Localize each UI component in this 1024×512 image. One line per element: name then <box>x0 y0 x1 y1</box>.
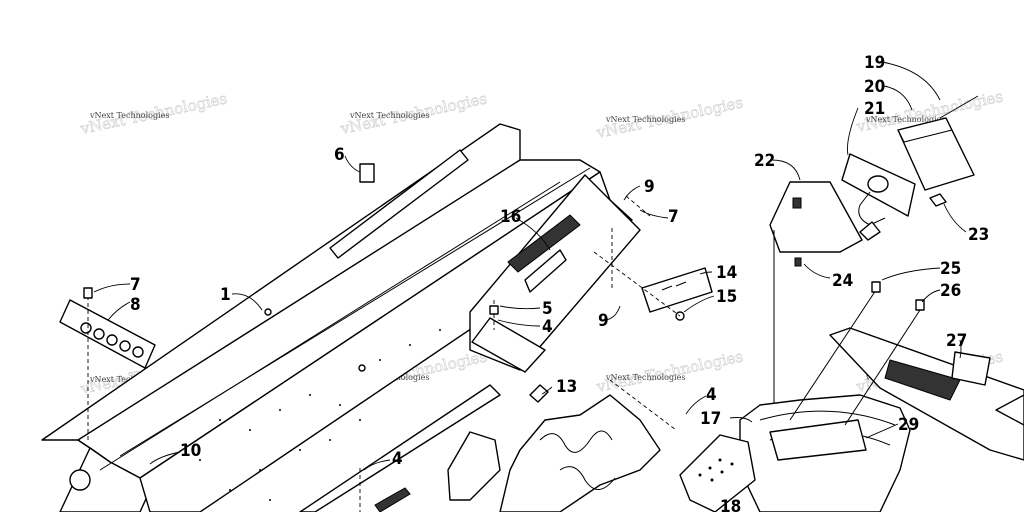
callout-label: 6 <box>334 145 345 165</box>
callout-label: 1 <box>220 285 231 305</box>
callout-label: 4 <box>542 317 553 337</box>
callout-label: 19 <box>864 53 885 73</box>
svg-text:vNext Technologies: vNext Technologies <box>89 111 169 120</box>
callout-label: 10 <box>180 441 201 461</box>
callout-label: 9 <box>644 177 655 197</box>
svg-text:vNext Technologies: vNext Technologies <box>605 373 685 382</box>
callout-label: 21 <box>864 99 885 119</box>
lower-panel-part <box>299 384 501 512</box>
taillight-assembly <box>769 95 979 480</box>
callout-label: 24 <box>832 271 853 291</box>
bumper-part <box>679 281 1024 512</box>
snowflap-part <box>499 394 661 512</box>
callout-label: 29 <box>898 415 919 435</box>
callout-label: 27 <box>946 331 967 351</box>
rear-panel-part <box>469 174 641 371</box>
callout-label: 4 <box>392 449 403 469</box>
callout-label: 26 <box>940 281 961 301</box>
callout-label: 7 <box>130 275 141 295</box>
callout-label: 8 <box>130 295 141 315</box>
callout-label: 9 <box>598 311 609 331</box>
callout-label: 13 <box>556 377 577 397</box>
callout-label: 15 <box>716 287 737 307</box>
watermark: vNext Technologies vNext Technologies <box>78 89 229 138</box>
callout-label: 14 <box>716 263 737 283</box>
callout-label: 18 <box>720 497 741 512</box>
callout-label: 7 <box>668 207 679 227</box>
callout-label: 16 <box>500 207 521 227</box>
callout-label: 17 <box>700 409 721 429</box>
license-plate-part <box>593 251 713 321</box>
svg-text:vNext Technologies: vNext Technologies <box>594 347 744 396</box>
callout-label: 5 <box>542 299 553 319</box>
tunnel-part <box>41 123 633 512</box>
svg-text:vNext Technologies: vNext Technologies <box>865 115 945 124</box>
callout-label: 4 <box>706 385 717 405</box>
callout-label: 20 <box>864 77 885 97</box>
watermark: vNext Technologies vNext Technologies <box>338 89 489 138</box>
decal-part <box>359 163 375 183</box>
leader-lines <box>93 61 967 471</box>
watermark: vNext Technologies vNext Technologies <box>594 347 745 396</box>
callout-label: 22 <box>754 151 775 171</box>
bracket-part <box>471 300 549 403</box>
svg-text:vNext Technologies: vNext Technologies <box>605 115 685 124</box>
flap-part <box>59 287 156 440</box>
callout-label: 25 <box>940 259 961 279</box>
callout-label: 23 <box>968 225 989 245</box>
callout-labels: 1 4 4 4 5 6 7 7 8 9 9 10 13 14 15 16 17 … <box>130 53 989 512</box>
svg-text:vNext Technologies: vNext Technologies <box>349 111 429 120</box>
watermark: vNext Technologies vNext Technologies <box>594 93 745 142</box>
